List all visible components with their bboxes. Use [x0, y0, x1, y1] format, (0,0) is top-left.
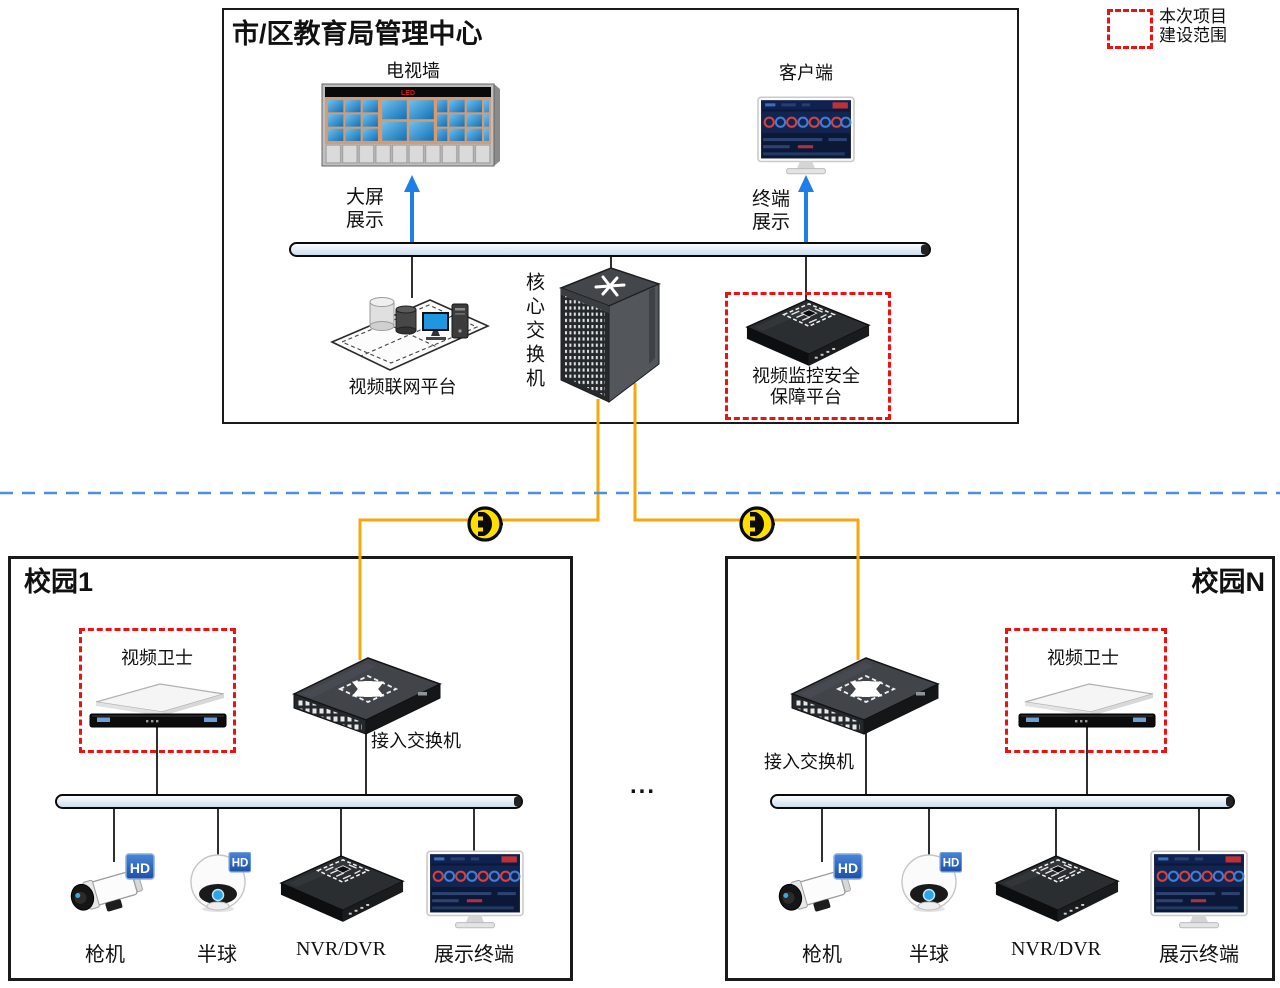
- campus1-access-switch-label: 接入交换机: [371, 731, 461, 751]
- campus1-nvr-icon: [280, 855, 404, 923]
- terminal-display-label: 终端 展示: [752, 188, 790, 234]
- campus1-video-guard-label: 视频卫士: [121, 648, 193, 668]
- arrow-up-icon: [798, 175, 814, 192]
- ethernet-connector-icon: [739, 506, 775, 542]
- big-screen-line1: 大屏: [346, 187, 385, 208]
- management-bus: [289, 242, 931, 257]
- campusN-access-switch-label: 接入交换机: [764, 752, 854, 772]
- campusN-box: [725, 556, 1275, 981]
- campusN-dome-camera-icon: [901, 852, 962, 913]
- core-switch-icon: [558, 267, 662, 404]
- core-switch-label: 核心交换机: [523, 272, 544, 392]
- campus1-bus: [55, 794, 523, 809]
- led-label: LED: [401, 90, 415, 97]
- database-cylinder-dark-icon: [395, 305, 417, 335]
- campus-ellipsis: ...: [630, 772, 657, 799]
- campus1-bullet-camera-icon: [68, 853, 155, 920]
- campus1-access-switch-icon: [294, 658, 440, 734]
- campusN-bullet-camera-icon: [776, 853, 863, 920]
- ethernet-connector-icon: [467, 506, 503, 542]
- big-screen-display-label: 大屏 展示: [346, 186, 384, 232]
- campus1-dome-camera-icon: [190, 852, 251, 913]
- campusN-nvr-label: NVR/DVR: [1010, 938, 1101, 960]
- terminal-line1: 终端: [752, 189, 791, 210]
- campusN-dome-label: 半球: [909, 944, 949, 966]
- campusN-title: 校园N: [1191, 567, 1266, 597]
- video-platform-icon: [330, 297, 490, 371]
- client-label: 客户端: [779, 63, 833, 83]
- legend-line1: 本次项目: [1159, 7, 1227, 26]
- campus1-bullet-label: 枪机: [85, 944, 125, 966]
- campus1-video-guard-scope-box: [79, 628, 236, 753]
- big-screen-line2: 展示: [346, 210, 385, 231]
- legend-line2: 建设范围: [1159, 26, 1227, 45]
- management-center-box: [222, 8, 1019, 424]
- campusN-display-terminal-icon: [1150, 850, 1248, 929]
- campusN-terminal-label: 展示终端: [1159, 944, 1239, 966]
- security-line1: 视频监控安全: [752, 366, 860, 386]
- database-cylinder-icon: [369, 297, 395, 331]
- campus1-box: [8, 556, 573, 981]
- video-platform-label: 视频联网平台: [348, 377, 457, 397]
- client-monitor-icon: [757, 96, 855, 175]
- network-buses: [55, 242, 1235, 809]
- orange-uplinks: [358, 383, 860, 660]
- campusN-video-guard-scope-box: [1005, 628, 1167, 753]
- campusN-bullet-label: 枪机: [802, 944, 842, 966]
- workstation-icon: [422, 312, 449, 340]
- campus1-terminal-label: 展示终端: [434, 944, 514, 966]
- campusN-access-switch-icon: [792, 658, 938, 734]
- campus1-nvr-label: NVR/DVR: [295, 938, 386, 960]
- campus1-title: 校园1: [24, 567, 94, 597]
- black-connectors: [113, 256, 1200, 862]
- campus1-display-terminal-icon: [426, 850, 524, 929]
- terminal-line2: 展示: [752, 212, 791, 233]
- campus1-dome-label: 半球: [197, 944, 237, 966]
- campusN-video-guard-label: 视频卫士: [1047, 648, 1119, 668]
- legend-scope-box: [1107, 9, 1153, 49]
- security-platform-label: 视频监控安全 保障平台: [722, 366, 890, 408]
- blue-display-arrows: [404, 175, 814, 243]
- campusN-bus: [770, 794, 1235, 809]
- arrow-up-icon: [404, 175, 420, 192]
- server-tower-icon: [451, 303, 469, 339]
- management-center-title: 市/区教育局管理中心: [232, 19, 483, 49]
- tv-wall-label: 电视墙: [386, 61, 440, 81]
- campusN-nvr-icon: [995, 855, 1119, 923]
- tv-wall-icon: LED: [321, 83, 500, 167]
- legend-label: 本次项目 建设范围: [1159, 7, 1227, 45]
- security-platform-scope-box: [725, 292, 891, 420]
- security-line2: 保障平台: [770, 387, 842, 407]
